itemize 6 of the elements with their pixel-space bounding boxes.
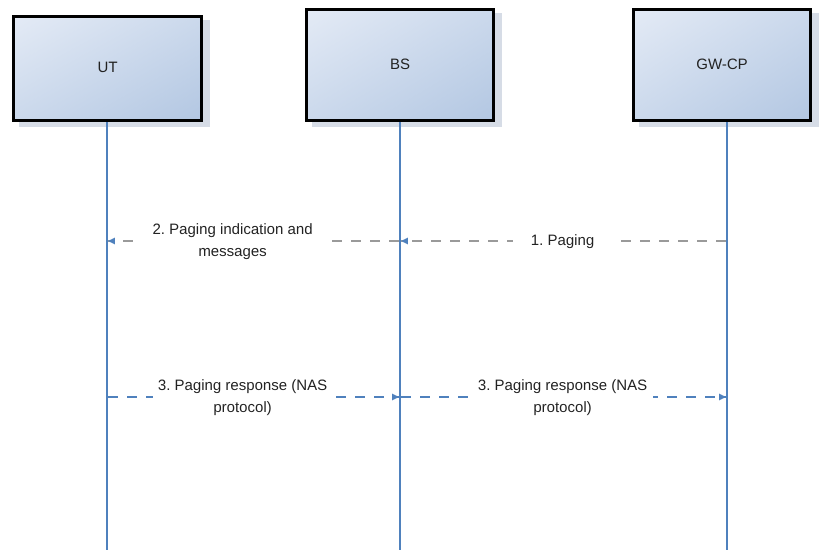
participant-name: UT bbox=[98, 58, 118, 78]
participant-name: BS bbox=[390, 54, 410, 75]
lifeline bbox=[726, 122, 728, 550]
lifeline bbox=[106, 122, 108, 550]
lifeline bbox=[399, 122, 401, 550]
participant-name: GW-CP bbox=[696, 54, 748, 75]
